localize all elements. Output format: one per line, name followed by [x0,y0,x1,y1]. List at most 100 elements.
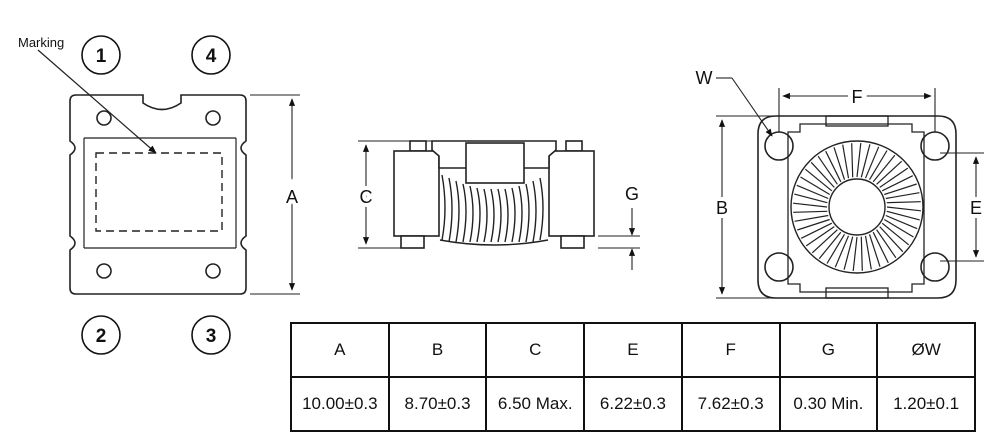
winding-turn [800,176,831,196]
bottom-view [757,115,957,299]
pin-3-label: 3 [206,326,217,347]
top-view-inner-edge [83,137,237,249]
winding-turn [885,214,918,230]
pin-3-circle [191,315,231,355]
pin-2-circle [81,315,121,355]
side-pad-left [400,235,425,249]
winding-turn [793,202,828,208]
winding-turn [804,168,833,192]
side-pad-right [560,235,585,249]
dim-c [358,140,432,249]
dim-e-label: E [970,198,982,218]
side-tab-left-top [409,140,427,152]
winding-turn [834,235,850,268]
winding-turn [851,143,854,178]
toroid-winding [793,143,921,271]
dim-g-label: G [625,184,639,204]
dim-e [940,152,984,262]
winding-turn [817,155,838,185]
bottom-view-outline [757,115,957,299]
winding-turn [884,183,917,196]
header-cell-c: C [485,322,586,378]
winding-turn [872,154,896,183]
winding-turn [842,144,850,179]
marking-leader [37,49,157,154]
winding-turn [883,218,914,238]
winding-turn [881,222,910,246]
top-view [69,94,247,295]
winding-turn [805,226,835,247]
hole-bottom-left [96,263,112,279]
header-cell-b: B [387,322,488,378]
winding-turn [800,222,833,239]
winding-turn [864,146,880,179]
bottom-hole-top-left [764,131,794,161]
bottom-view-inner-frame [787,123,925,293]
dim-b-label: B [716,198,728,218]
winding-turn [856,143,862,178]
dim-a-label: A [286,187,298,207]
winding-turn [860,236,863,271]
winding-turn [794,193,828,204]
value-cell-c: 6.50 Max. [485,376,586,432]
pin-4-circle [191,35,231,75]
header-cell-a: A [290,322,390,378]
toroid-inner [828,178,886,236]
top-view-body [69,94,247,295]
side-right-block [548,150,595,237]
header-cell-e: E [583,322,683,378]
marking-area [95,152,223,232]
winding-turn [881,175,914,192]
dim-f [778,88,936,132]
winding-turn [811,229,838,254]
dim-f-label: F [852,87,863,107]
winding-turn [879,167,909,188]
winding-turn [810,161,835,188]
winding-turn [876,229,897,259]
value-cell-e: 6.22±0.3 [583,376,683,432]
bottom-hole-bottom-left [764,252,794,282]
winding-turn [818,231,842,260]
value-cell-a: 10.00±0.3 [290,376,390,432]
bottom-hole-top-right [920,131,950,161]
hole-top-left [96,110,112,126]
pin-2-label: 2 [96,326,107,347]
pin-1-label: 1 [96,46,107,67]
winding-turn [796,184,829,200]
hole-top-right [205,110,221,126]
winding-turn [793,210,828,213]
table-header-row: A B C E F G ØW [290,322,976,378]
winding-turn [825,150,842,183]
winding-turn [826,233,846,264]
bottom-top-tab [825,115,889,127]
side-tab-right-top [565,140,583,152]
pin-1-circle [81,35,121,75]
value-cell-f: 7.62±0.3 [680,376,781,432]
winding-turn [868,234,881,267]
winding-turn [833,147,846,180]
side-winding [439,174,549,246]
side-top-center [465,142,525,184]
hole-bottom-right [205,263,221,279]
bottom-bottom-tab [825,287,889,299]
winding-turn [886,201,921,204]
dim-g [598,208,640,270]
winding-turn [886,210,920,221]
value-cell-w: 1.20±0.1 [876,376,976,432]
dimension-table: A B C E F G ØW 10.00±0.3 8.70±0.3 6.50 M… [290,322,976,432]
header-cell-f: F [680,322,781,378]
winding-turn [879,226,904,253]
winding-turn [797,218,830,231]
winding-turn [852,236,858,271]
dim-a [250,94,300,295]
header-cell-g: G [778,322,879,378]
dim-c-label: C [360,187,373,207]
pin-4-label: 4 [206,46,217,67]
pin-circles [81,35,231,355]
dim-b [716,115,776,299]
side-view [393,140,595,249]
value-cell-b: 8.70±0.3 [387,376,488,432]
header-cell-w: ØW [876,322,976,378]
bottom-hole-bottom-right [920,252,950,282]
